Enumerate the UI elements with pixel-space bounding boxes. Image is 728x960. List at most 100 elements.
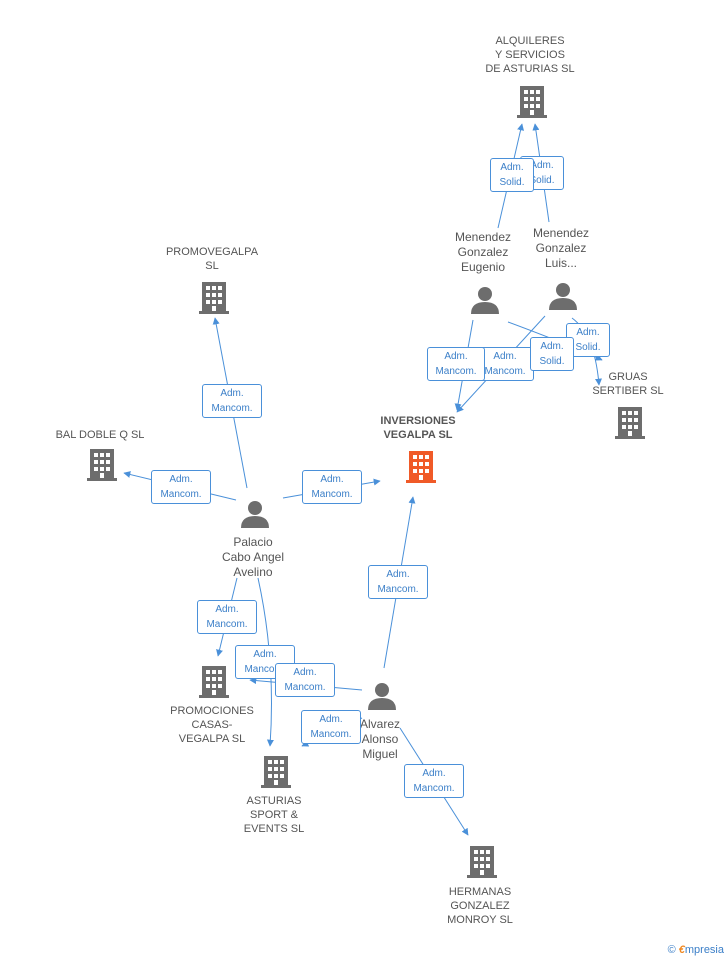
badge-line: Mancom.: [206, 619, 248, 630]
label-line: Menendez: [454, 230, 512, 244]
node-label-alvarez[interactable]: Alvarez Alonso Miguel: [330, 717, 430, 762]
label-line: Miguel: [362, 747, 398, 761]
label-line: Gonzalez: [535, 241, 587, 255]
label-line: HERMANAS: [448, 886, 512, 898]
badge-line: Adm.: [530, 160, 554, 171]
label-line: VEGALPA SL: [178, 733, 246, 745]
badge-line: Adm.: [422, 768, 446, 779]
label-line: SPORT &: [250, 809, 298, 821]
node-label-eugenio[interactable]: Menendez Gonzalez Eugenio: [433, 230, 533, 275]
label-line: BAL DOBLE Q SL: [55, 429, 145, 441]
badge-line: Mancom.: [413, 783, 455, 794]
building-icon[interactable]: [406, 451, 436, 483]
badge-line: Adm.: [253, 649, 277, 660]
badge-line: Adm.: [293, 667, 317, 678]
label-line: INVERSIONES: [380, 415, 456, 427]
node-label-gruas[interactable]: GRUAS SERTIBER SL: [568, 370, 688, 398]
node-label-alquileres[interactable]: ALQUILERES Y SERVICIOS DE ASTURIAS SL: [470, 34, 590, 76]
label-line: Palacio: [233, 535, 273, 549]
label-line: Luis...: [544, 256, 577, 270]
badge-line: Mancom.: [484, 366, 526, 377]
building-icon[interactable]: [199, 282, 229, 314]
building-icon[interactable]: [261, 756, 291, 788]
badge-line: Adm.: [493, 351, 517, 362]
label-line: Avelino: [233, 565, 273, 579]
label-line: EVENTS SL: [243, 823, 305, 835]
badge-line: Mancom.: [377, 584, 419, 595]
badge-line: Mancom.: [435, 366, 477, 377]
relation-badge[interactable]: Adm. Mancom.: [427, 347, 485, 381]
relation-badge[interactable]: Adm. Mancom.: [302, 470, 362, 504]
badge-line: Adm.: [169, 474, 193, 485]
relation-badge[interactable]: Adm. Mancom.: [151, 470, 211, 504]
brand-logo-initial: €: [678, 944, 685, 956]
building-icon[interactable]: [199, 666, 229, 698]
label-line: Gonzalez: [457, 245, 509, 259]
badge-line: Solid.: [539, 356, 565, 367]
badge-line: Mancom.: [310, 729, 352, 740]
relation-badge[interactable]: Adm. Mancom.: [476, 347, 534, 381]
label-line: Eugenio: [460, 260, 506, 274]
relation-badge[interactable]: Adm. Mancom.: [368, 565, 428, 599]
badge-line: Mancom.: [160, 489, 202, 500]
badge-line: Solid.: [575, 342, 601, 353]
label-line: SERTIBER SL: [592, 385, 664, 397]
badge-line: Solid.: [529, 175, 555, 186]
person-icon[interactable]: [549, 283, 577, 310]
node-label-bal-doble[interactable]: BAL DOBLE Q SL: [40, 428, 160, 442]
label-line: CASAS-: [191, 719, 233, 731]
label-line: MONROY SL: [447, 914, 513, 926]
label-line: Alvarez: [359, 717, 400, 731]
node-label-promovegalpa[interactable]: PROMOVEGALPA SL: [152, 245, 272, 273]
node-label-asturias-sport[interactable]: ASTURIAS SPORT & EVENTS SL: [214, 794, 334, 836]
label-line: ASTURIAS: [246, 795, 302, 807]
badge-line: Adm.: [220, 388, 244, 399]
badge-line: Solid.: [499, 177, 525, 188]
building-icon[interactable]: [615, 407, 645, 439]
relation-badge[interactable]: Adm. Solid.: [530, 337, 574, 371]
node-label-promociones[interactable]: PROMOCIONES CASAS- VEGALPA SL: [152, 704, 272, 746]
node-label-inversiones[interactable]: INVERSIONES VEGALPA SL: [358, 414, 478, 442]
badge-line: Mancom.: [244, 664, 286, 675]
badge-line: Adm.: [319, 714, 343, 725]
relation-badge[interactable]: Adm. Mancom.: [197, 600, 257, 634]
building-icon[interactable]: [517, 86, 547, 118]
badge-line: Mancom.: [284, 682, 326, 693]
copyright-symbol: ©: [667, 944, 676, 956]
node-label-palacio[interactable]: Palacio Cabo Angel Avelino: [203, 535, 303, 580]
badge-line: Adm.: [500, 162, 524, 173]
relation-badge[interactable]: Adm. Solid.: [490, 158, 534, 192]
badge-line: Adm.: [540, 341, 564, 352]
label-line: Menendez: [532, 226, 590, 240]
label-line: PROMOCIONES: [170, 705, 254, 717]
node-label-hermanas[interactable]: HERMANAS GONZALEZ MONROY SL: [420, 885, 540, 927]
person-icon[interactable]: [471, 287, 499, 314]
label-line: GRUAS: [608, 371, 648, 383]
footer-brand: © €mpresia: [668, 944, 724, 956]
label-line: Cabo Angel: [221, 550, 285, 564]
badge-line: Adm.: [386, 569, 410, 580]
label-line: Alonso: [361, 732, 399, 746]
relation-badge[interactable]: Adm. Mancom.: [404, 764, 464, 798]
relation-badge[interactable]: Adm. Mancom.: [202, 384, 262, 418]
person-icon[interactable]: [241, 501, 269, 528]
label-line: VEGALPA SL: [383, 429, 453, 441]
badge-line: Adm.: [444, 351, 468, 362]
person-icon[interactable]: [368, 683, 396, 710]
badge-line: Adm.: [576, 327, 600, 338]
brand-logo-text: mpresia: [684, 944, 724, 956]
node-label-luis[interactable]: Menendez Gonzalez Luis...: [511, 226, 611, 271]
label-line: PROMOVEGALPA: [165, 246, 259, 258]
label-line: SL: [205, 260, 219, 272]
badge-line: Mancom.: [311, 489, 353, 500]
badge-line: Adm.: [320, 474, 344, 485]
relation-badge[interactable]: Adm. Mancom.: [301, 710, 361, 744]
building-icon[interactable]: [467, 846, 497, 878]
building-icon[interactable]: [87, 449, 117, 481]
badge-line: Adm.: [215, 604, 239, 615]
relation-badge[interactable]: Adm. Mancom.: [275, 663, 335, 697]
label-line: DE ASTURIAS SL: [485, 63, 575, 75]
badge-line: Mancom.: [211, 403, 253, 414]
label-line: ALQUILERES: [495, 35, 565, 47]
